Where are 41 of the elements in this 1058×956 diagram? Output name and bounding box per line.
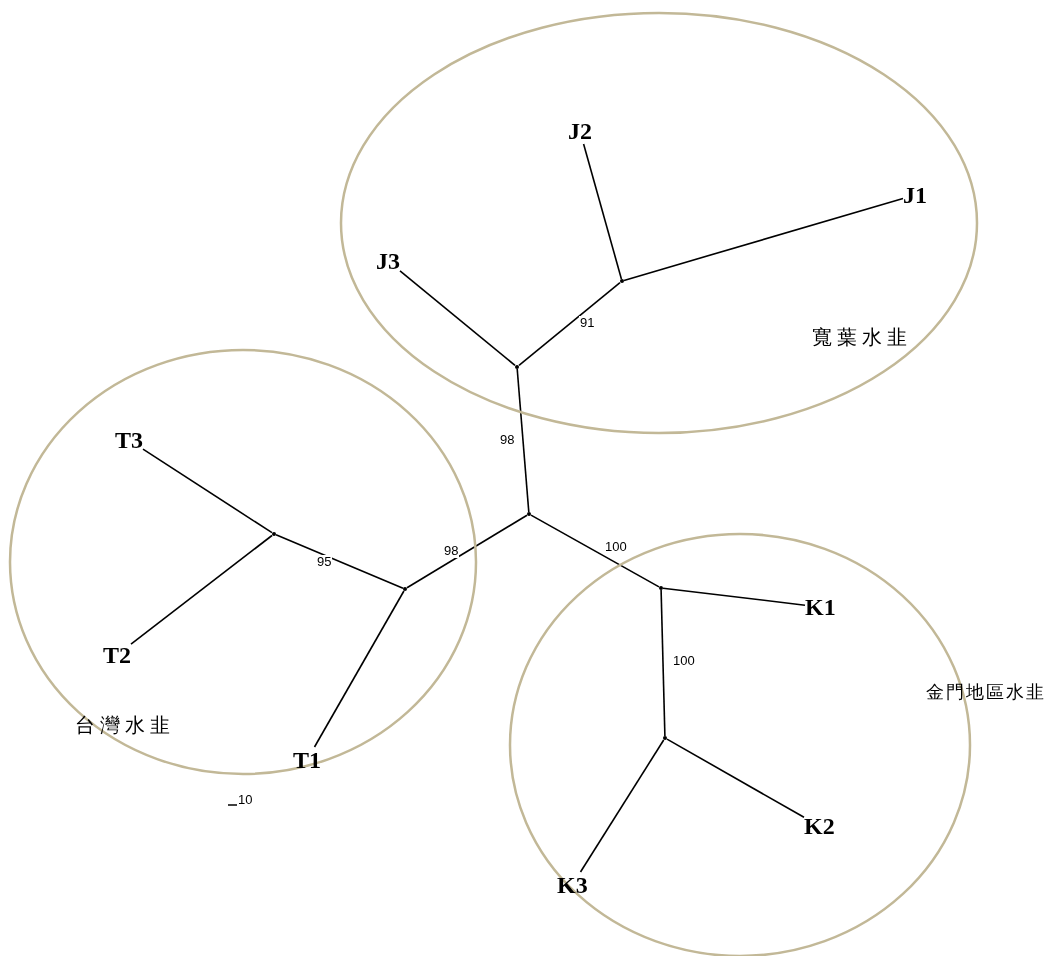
taxon-label: K1	[805, 594, 836, 620]
bootstrap-value: 91	[579, 316, 596, 330]
tree-branch	[399, 270, 516, 367]
tree-branch	[518, 281, 621, 367]
branch-point	[620, 279, 624, 283]
branch-point	[403, 587, 407, 591]
bootstrap-value: 95	[316, 555, 333, 569]
tree-branch	[530, 514, 660, 588]
branch-point	[515, 365, 519, 369]
cluster-label: 金門地區水韭	[926, 680, 1046, 704]
taxon-label: J3	[376, 248, 400, 274]
tree-branch	[662, 587, 806, 606]
tree-branch	[660, 589, 666, 737]
bootstrap-value: 100	[604, 540, 628, 554]
tree-branch	[130, 534, 273, 645]
bootstrap-value: 100	[672, 654, 696, 668]
bootstrap-value: 98	[443, 544, 460, 558]
scale-label: 10	[237, 793, 254, 807]
tree-branch	[313, 590, 405, 748]
tree-branch	[579, 739, 665, 873]
cluster-label: 寬葉水韭	[812, 325, 912, 349]
branch-point	[663, 736, 667, 740]
cluster-label: 台灣水韭	[75, 713, 175, 737]
tree-branch	[406, 514, 528, 589]
tree-branch	[666, 738, 805, 819]
taxon-label: J2	[568, 118, 592, 144]
tree-branch	[142, 448, 273, 534]
tree-branch	[516, 368, 530, 513]
taxon-label: K3	[557, 872, 588, 898]
branch-point	[527, 512, 531, 516]
taxon-label: T2	[103, 642, 131, 668]
tree-branch	[275, 534, 404, 589]
tree-branch	[582, 143, 623, 280]
branch-point	[272, 532, 276, 536]
taxon-label: J1	[903, 182, 927, 208]
taxon-label: T1	[293, 747, 321, 773]
branch-point	[659, 586, 663, 590]
taxon-label: K2	[804, 813, 835, 839]
taxon-label: T3	[115, 427, 143, 453]
tree-branch	[623, 197, 904, 282]
bootstrap-value: 98	[499, 433, 516, 447]
